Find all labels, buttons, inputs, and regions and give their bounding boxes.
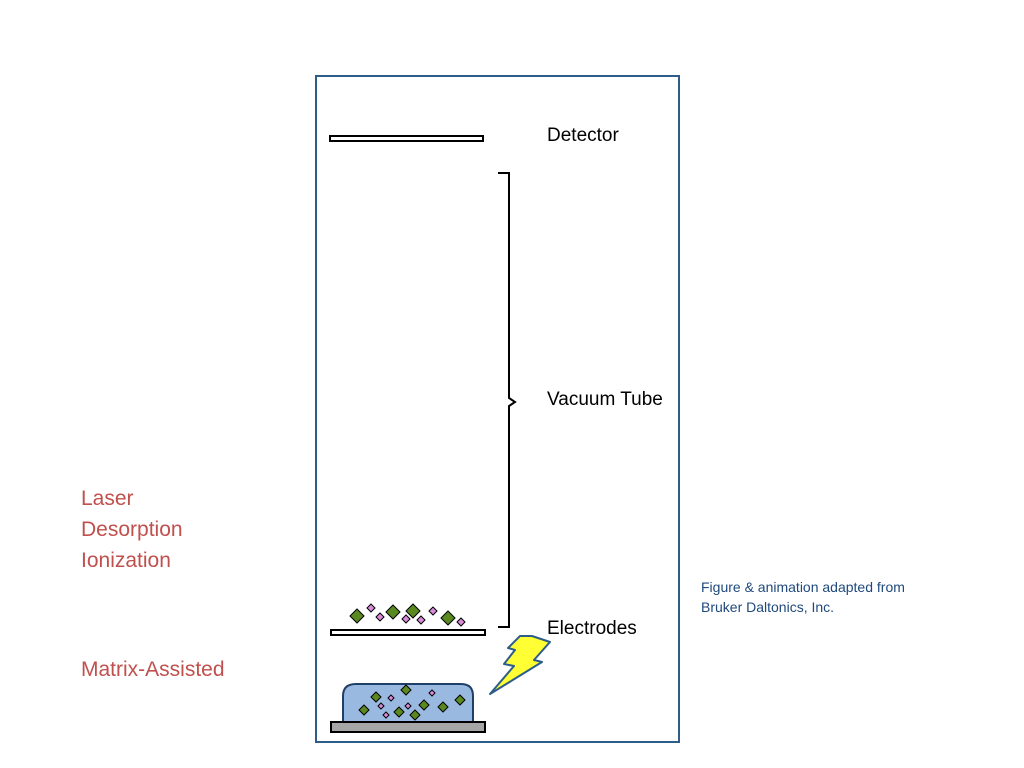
matrix-particle (456, 617, 466, 627)
analyte-particle (437, 701, 449, 713)
matrix-particle (416, 615, 426, 625)
matrix-particle (375, 612, 385, 622)
detector-plate (329, 135, 484, 142)
analyte-particle (405, 603, 421, 619)
analyte-particle (349, 608, 365, 624)
ldi-line-laser: Laser (81, 487, 134, 510)
credit-line-2: Bruker Daltonics, Inc. (701, 599, 835, 615)
ldi-label: Laser Desorption Ionization (81, 483, 183, 576)
matrix-particle (366, 603, 376, 613)
target-plate (330, 721, 486, 733)
lightning-bolt-icon (489, 635, 551, 695)
credit-note: Figure & animation adapted from Bruker D… (701, 577, 905, 617)
detector-label: Detector (547, 125, 619, 146)
matrix-particle (428, 689, 436, 697)
ldi-line-ionization: Ionization (81, 549, 171, 572)
embedded-particles (358, 684, 466, 721)
matrix-particle (404, 702, 412, 710)
vacuum-tube-brace (498, 172, 517, 628)
analyte-particle (440, 610, 456, 626)
matrix-particle (428, 606, 438, 616)
analyte-particle (393, 706, 405, 718)
matrix-particle (382, 711, 390, 719)
matrix-assisted-label: Matrix-Assisted (81, 658, 225, 681)
analyte-particle (454, 694, 466, 706)
analyte-particle (385, 604, 401, 620)
vacuum-tube-label: Vacuum Tube (547, 389, 663, 410)
analyte-particle (358, 704, 370, 716)
matrix-particle (377, 702, 385, 710)
desorbed-ions (349, 603, 466, 627)
matrix-particle (387, 694, 395, 702)
electrodes-label: Electrodes (547, 618, 637, 639)
ldi-line-desorption: Desorption (81, 518, 183, 541)
analyte-particle (409, 709, 421, 721)
analyte-particle (400, 684, 412, 696)
analyte-particle (370, 691, 382, 703)
electrode-plate (330, 629, 486, 636)
credit-line-1: Figure & animation adapted from (701, 579, 905, 595)
analyte-particle (418, 699, 430, 711)
matrix-particle (401, 614, 411, 624)
